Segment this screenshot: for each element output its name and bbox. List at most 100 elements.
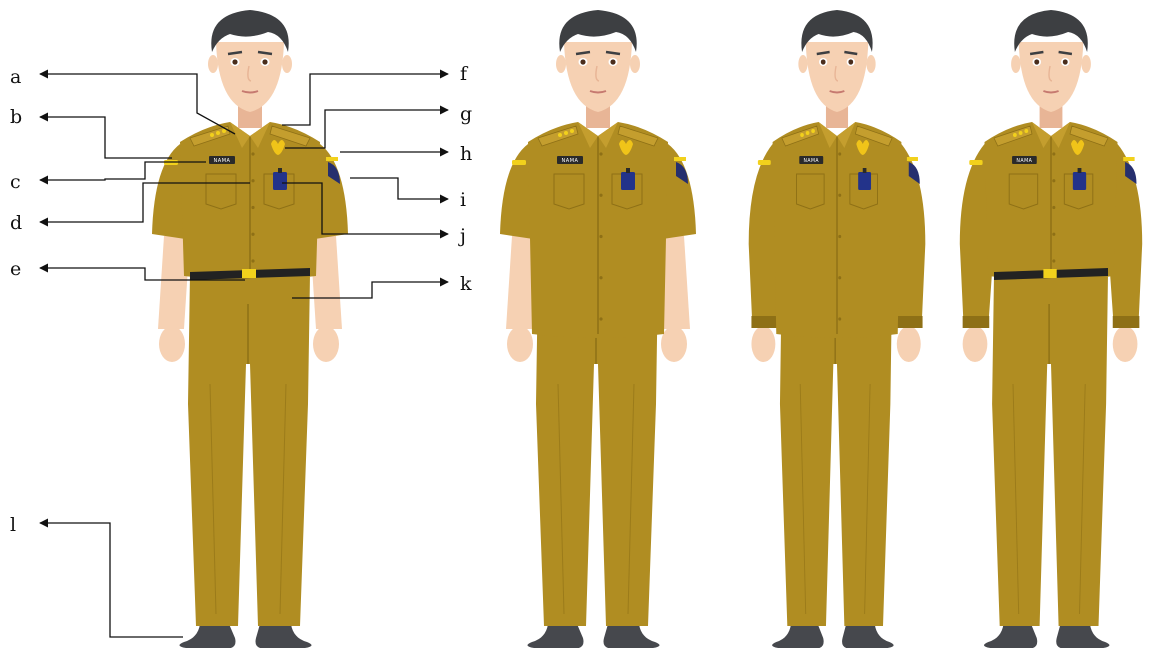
figure-long-sleeve-untucked: NAMA [749, 10, 926, 648]
belt-buckle [1043, 269, 1056, 278]
collar-pin [570, 129, 574, 133]
leader-i [350, 178, 448, 199]
label-d: d [10, 212, 22, 234]
right-shoe [256, 624, 312, 648]
right-hand [1113, 326, 1138, 362]
right-cuff [897, 316, 923, 328]
patch-stripe [907, 157, 918, 161]
label-i: i [460, 189, 466, 211]
right-pupil [262, 59, 267, 64]
label-f: f [460, 63, 469, 85]
collar-pin [1013, 133, 1017, 137]
trousers [188, 274, 310, 626]
left-pupil [232, 59, 237, 64]
shirt-button [599, 194, 602, 197]
right-shoe [1056, 624, 1109, 648]
shirt-button [251, 259, 254, 262]
label-k: k [460, 273, 472, 295]
collar-pin [216, 131, 220, 135]
left-shoe [527, 624, 583, 648]
shirt-button [1052, 206, 1055, 209]
leader-l [40, 523, 183, 637]
left-pupil [1034, 59, 1039, 64]
figure-short-sleeve-untucked: NAMA [500, 10, 696, 648]
shirt-button [1052, 259, 1055, 262]
label-a: a [10, 66, 21, 88]
patch-stripe [1123, 157, 1134, 161]
left-shoe [984, 624, 1037, 648]
left-ear [1011, 55, 1021, 73]
leader-a [40, 74, 235, 134]
left-pupil [821, 59, 826, 64]
pocket-badge-clip [626, 168, 630, 173]
pocket-badge [621, 172, 635, 190]
left-hand [751, 326, 775, 362]
label-e: e [10, 258, 21, 280]
pocket-badge-clip [863, 168, 867, 173]
left-hand [159, 326, 185, 362]
shirt-button [1052, 179, 1055, 182]
name-tag-text: NAMA [562, 158, 579, 164]
figure-short-sleeve-belt: NAMA [152, 10, 348, 648]
pocket-badge-clip [1078, 168, 1082, 173]
label-c: c [10, 171, 21, 193]
shirt-button [838, 152, 841, 155]
shirt-button [599, 152, 602, 155]
label-b: b [10, 106, 22, 128]
shirt-button [599, 235, 602, 238]
trousers [992, 274, 1108, 626]
shirt-button [599, 276, 602, 279]
label-g: g [460, 103, 472, 125]
right-pupil [1063, 59, 1068, 64]
right-ear [282, 55, 292, 73]
patch-stripe [326, 157, 338, 161]
shirt-button [251, 206, 254, 209]
leader-b [40, 117, 172, 158]
left-pupil [580, 59, 585, 64]
right-ear [1081, 55, 1091, 73]
sleeve-stripe [758, 160, 771, 165]
left-hand [507, 326, 533, 362]
belt-buckle [242, 269, 256, 278]
right-pupil [848, 59, 853, 64]
shirt-button [838, 317, 841, 320]
shirt-button [838, 276, 841, 279]
right-hand [897, 326, 921, 362]
sleeve-stripe [512, 160, 526, 165]
right-shoe [604, 624, 660, 648]
shirt-button [838, 194, 841, 197]
shirt-button [251, 233, 254, 236]
pocket-badge-clip [278, 168, 282, 173]
collar-pin [564, 131, 568, 135]
right-hand [661, 326, 687, 362]
right-hand [313, 326, 339, 362]
face [806, 42, 869, 112]
left-ear [798, 55, 807, 73]
right-shoe [842, 624, 894, 648]
name-tag-text: NAMA [214, 158, 231, 164]
collar-pin [811, 129, 815, 133]
left-cuff [963, 316, 990, 328]
pocket-badge [273, 172, 287, 190]
left-shoe [772, 624, 824, 648]
collar-pin [1019, 131, 1023, 135]
pocket-badge [858, 172, 871, 190]
collar-pin [1024, 129, 1028, 133]
pocket-badge [1073, 172, 1086, 190]
shirt-button [838, 235, 841, 238]
face [564, 42, 632, 112]
label-h: h [460, 143, 472, 165]
collar-pin [210, 133, 214, 137]
right-cuff [1113, 316, 1140, 328]
collar-pin [222, 129, 226, 133]
left-hand [963, 326, 988, 362]
right-ear [866, 55, 875, 73]
patch-stripe [674, 157, 686, 161]
shirt-button [1052, 152, 1055, 155]
left-ear [556, 55, 566, 73]
collar-pin [800, 133, 804, 137]
collar-pin [806, 131, 810, 135]
name-tag-text: NAMA [1016, 158, 1032, 164]
left-shoe [179, 624, 235, 648]
